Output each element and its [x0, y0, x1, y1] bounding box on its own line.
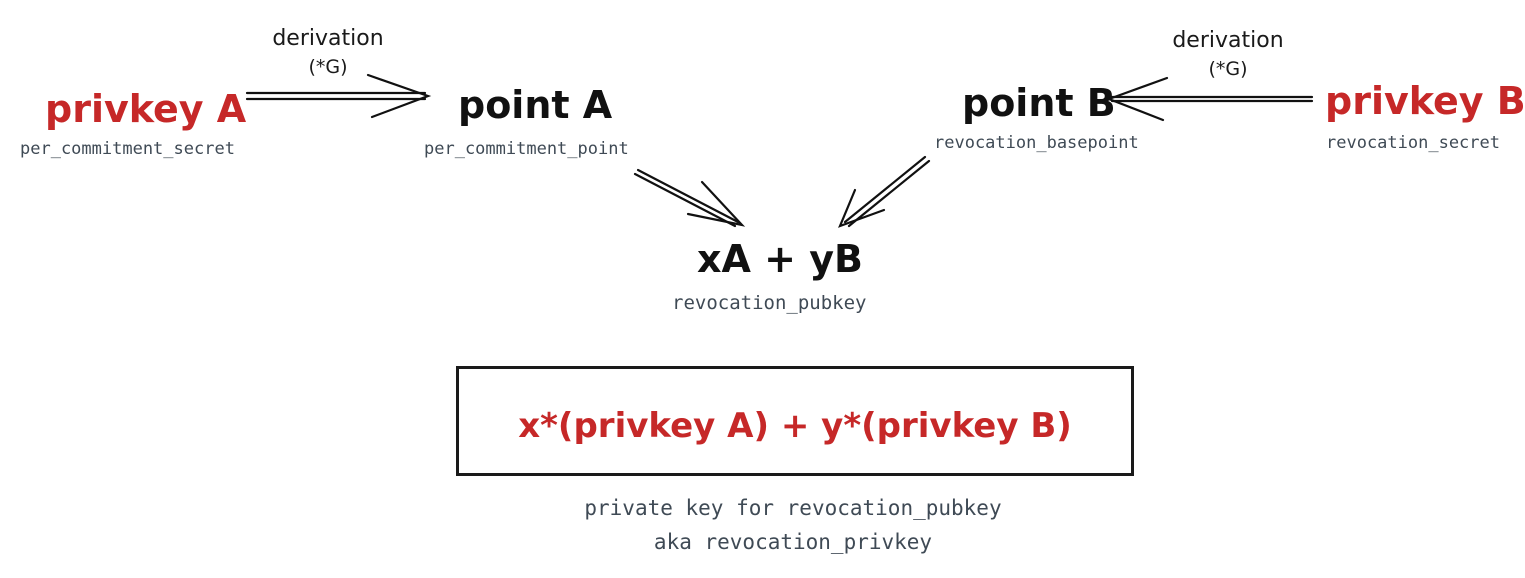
derivation-label-left: derivation (*G) — [258, 28, 398, 77]
node-point-b-sub: revocation_basepoint — [934, 133, 1139, 153]
node-privkey-b: privkey B — [1325, 79, 1525, 123]
node-privkey-b-sub: revocation_secret — [1326, 133, 1500, 153]
derivation-label-right: derivation (*G) — [1158, 30, 1298, 79]
node-point-a: point A — [458, 83, 613, 127]
formula-box: x*(privkey A) + y*(privkey B) — [456, 366, 1134, 476]
node-point-b: point B — [962, 81, 1116, 125]
derivation-op-right: (*G) — [1208, 58, 1248, 80]
arrow-point-a-to-combined — [633, 168, 746, 228]
formula-text: x*(privkey A) + y*(privkey B) — [518, 406, 1072, 446]
node-privkey-a-sub: per_commitment_secret — [20, 139, 235, 159]
derivation-text-right: derivation — [1172, 28, 1284, 53]
node-point-a-sub: per_commitment_point — [424, 139, 629, 159]
node-combined: xA + yB — [697, 237, 863, 281]
arrow-point-b-to-combined — [838, 155, 931, 228]
node-combined-sub: revocation_pubkey — [672, 292, 867, 314]
derivation-op-left: (*G) — [308, 56, 348, 78]
caption-line-2: aka revocation_privkey — [653, 529, 933, 554]
derivation-text-left: derivation — [272, 26, 384, 51]
node-privkey-a: privkey A — [45, 87, 247, 131]
arrow-privkey-b-to-point-b — [1105, 76, 1314, 122]
caption-line-1: private key for revocation_pubkey — [584, 496, 1002, 520]
arrow-privkey-a-to-point-a — [245, 73, 432, 119]
formula-caption: private key for revocation_pubkey aka re… — [493, 492, 1093, 559]
